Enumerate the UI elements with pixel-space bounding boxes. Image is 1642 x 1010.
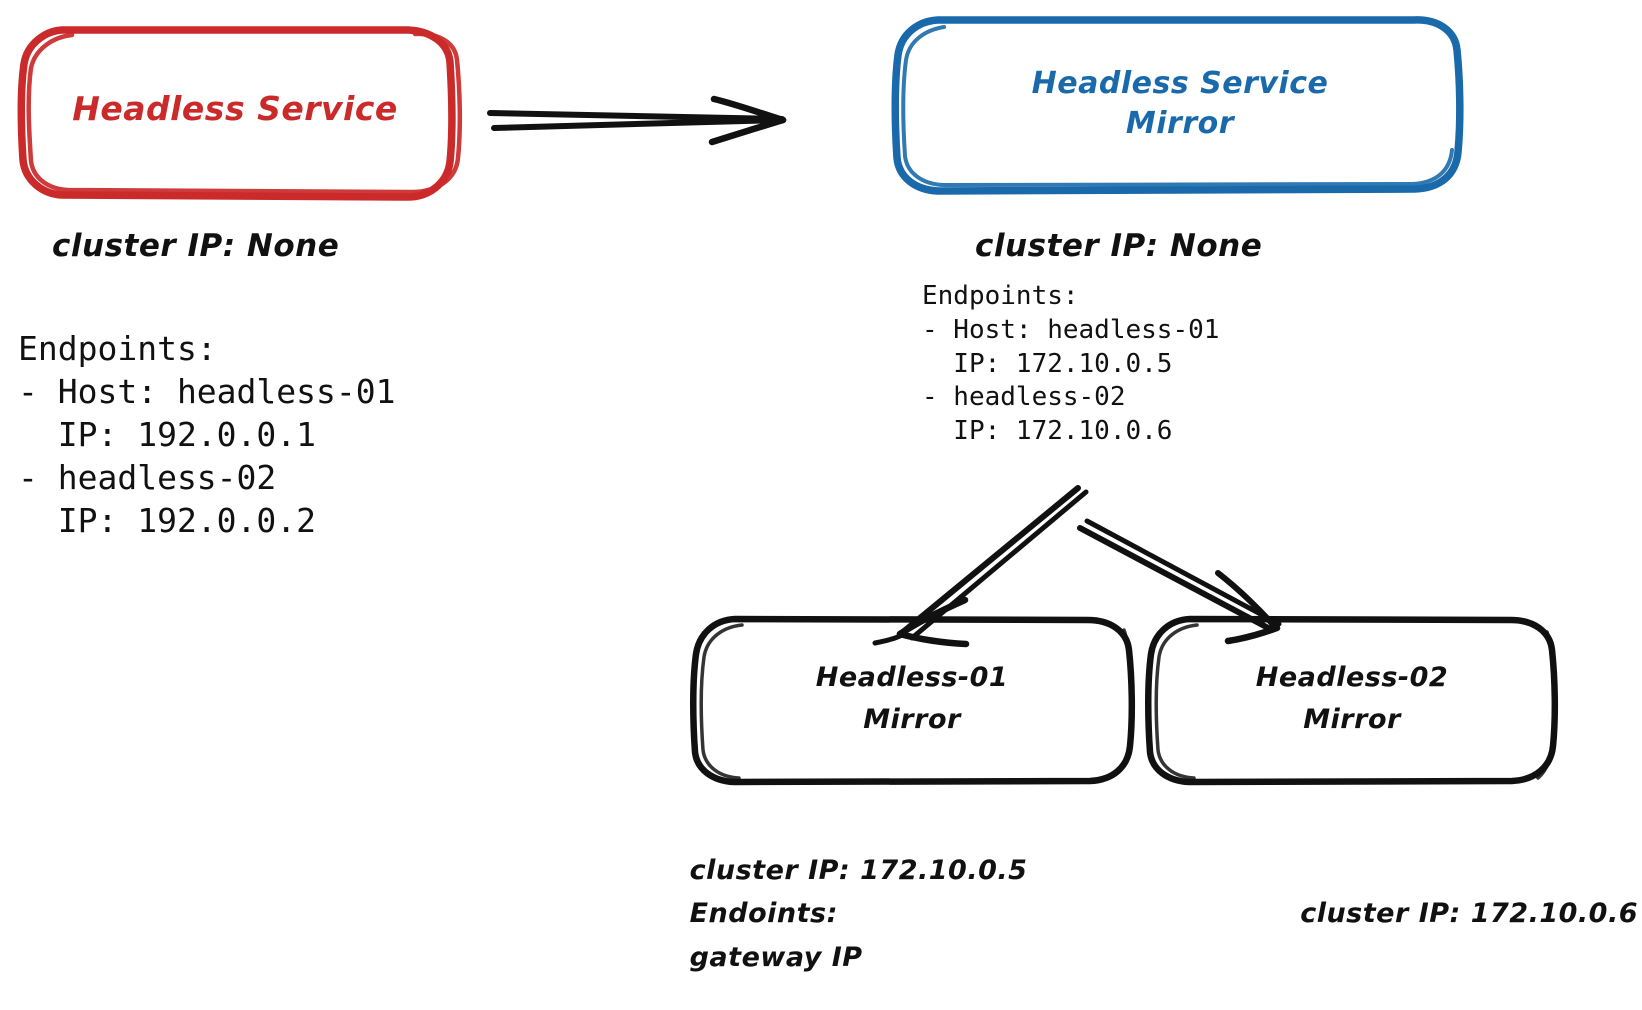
headless-01-endpoints-label: Endoints: [689,898,838,930]
arrow-source-to-mirror [487,95,787,146]
headless-01-title-line1: Headless-01 [815,662,1009,694]
headless-02-title-line2: Mirror [1303,704,1401,735]
headless-service-title: Headless Service [72,88,398,128]
headless-02-mirror-box-label: Headless-02 Mirror [1148,620,1556,778]
headless-02-title-line1: Headless-02 [1255,662,1449,694]
headless-service-mirror-box-label: Headless Service Mirror [902,20,1458,188]
headless-01-cluster-ip: cluster IP: 172.10.0.5 [689,854,1028,886]
headless-01-title-line2: Mirror [863,704,961,735]
mirror-title-line1: Headless Service [1031,65,1329,101]
headless-01-mirror-box-label: Headless-01 Mirror [697,620,1127,778]
source-cluster-ip: cluster IP: None [52,228,340,264]
mirror-cluster-ip: cluster IP: None [975,228,1263,264]
mirror-endpoints-block: Endpoints: - Host: headless-01 IP: 172.1… [922,281,1220,447]
headless-service-box-label: Headless Service [20,28,450,188]
headless-01-endpoints-value: gateway IP [689,942,863,974]
mirror-title-line2: Mirror [1125,106,1235,141]
headless-01-mirror-caption: cluster IP: 172.10.0.5 Endoints: gateway… [650,805,1027,1010]
source-endpoints-block: Endpoints: - Host: headless-01 IP: 192.0… [18,329,396,540]
headless-02-cluster-ip: cluster IP: 172.10.0.6 [1300,898,1638,930]
headless-02-mirror-caption: cluster IP: 172.10.0.6 Endpoints: gatewa… [1178,805,1638,1010]
